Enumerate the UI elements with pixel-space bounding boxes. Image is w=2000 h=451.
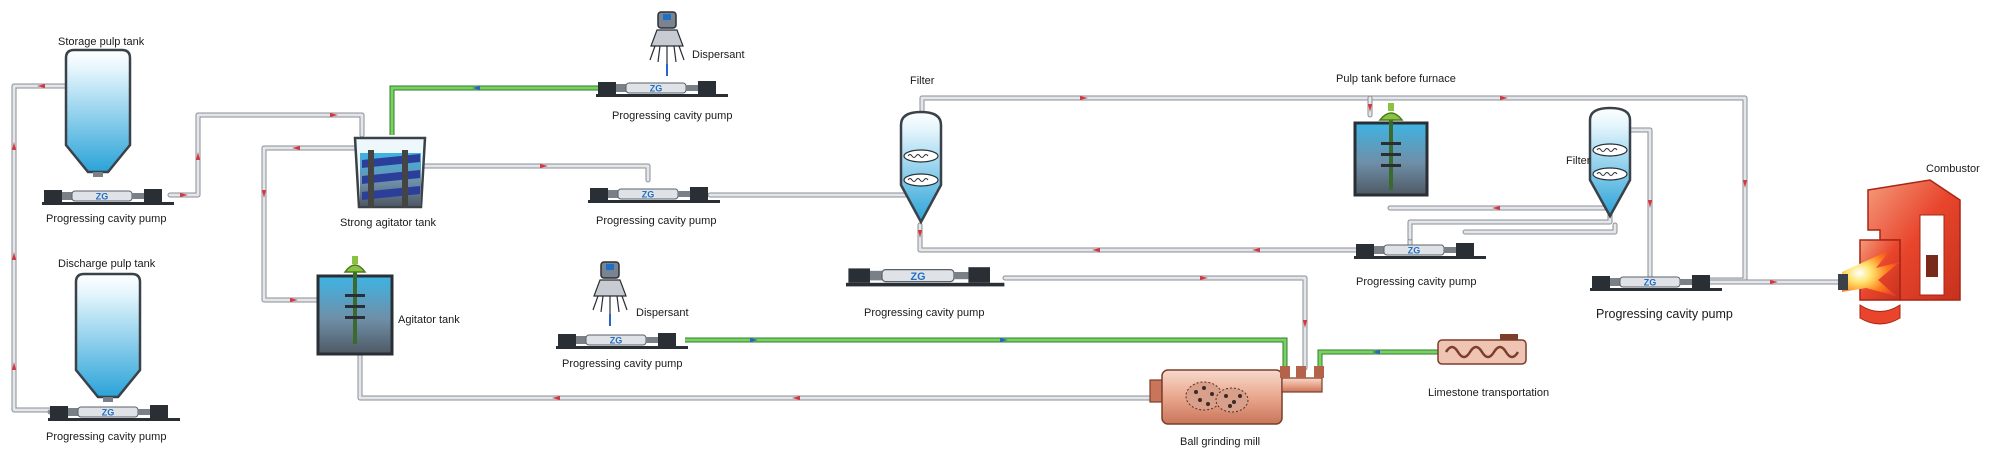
dispersant-arrow — [472, 86, 480, 90]
pump-brand-text: ZG — [1408, 246, 1421, 256]
flow-arrow — [180, 193, 188, 197]
pump-brand-text: ZG — [610, 336, 623, 346]
pcp-top-middle: ZG — [596, 81, 728, 97]
label-agitator-tank: Agitator tank — [398, 314, 460, 326]
flow-arrow — [1080, 96, 1088, 100]
flow-arrow — [290, 298, 298, 302]
filter-1 — [899, 110, 943, 225]
pulp-tank-before-furnace — [1353, 103, 1429, 197]
limestone-conveyor — [1437, 334, 1527, 365]
flow-arrow — [37, 84, 45, 88]
dispersant-arrow — [1000, 338, 1008, 342]
flow-arrow — [12, 142, 16, 150]
pcp-storage: ZG — [42, 189, 174, 205]
flow-arrow — [196, 152, 200, 160]
storage-pulp-tank — [64, 48, 132, 177]
pump-brand-text: ZG — [102, 408, 115, 418]
flow-arrow — [262, 190, 266, 198]
label-pulp-tank-before-furnace: Pulp tank before furnace — [1336, 73, 1456, 85]
pcp-discharge: ZG — [48, 405, 180, 421]
pcp-right-mid: ZG — [1354, 243, 1486, 259]
flow-arrow — [918, 230, 922, 238]
pipe-filter-down — [917, 222, 1413, 253]
label-dispersant-top: Dispersant — [692, 49, 745, 61]
label-dispersant-mid: Dispersant — [636, 307, 689, 319]
pcp-right-main: ZG — [1590, 275, 1722, 291]
flow-arrow — [540, 164, 548, 168]
strong-agitator-tank — [353, 136, 427, 209]
pump-brand-text: ZG — [96, 192, 109, 202]
flow-arrow — [1303, 320, 1307, 328]
label-combustor: Combustor — [1926, 163, 1980, 175]
ball-grinding-mill — [1149, 366, 1324, 425]
pipe-mill-to-agitator — [357, 352, 1163, 401]
pcp-filter-main: ZG — [846, 267, 1005, 287]
dispersant-unit-mid — [592, 261, 628, 326]
flow-arrow — [792, 396, 800, 400]
flow-arrows — [12, 84, 1778, 400]
flow-arrow — [12, 252, 16, 260]
pipe-pcp-to-mill — [1002, 275, 1308, 371]
limestone-line — [1317, 349, 1440, 368]
flow-arrow — [292, 146, 300, 150]
label-storage-pulp-tank: Storage pulp tank — [58, 36, 145, 48]
pcp-dispersant: ZG — [556, 333, 688, 349]
label-strong-agitator-tank: Strong agitator tank — [340, 217, 437, 229]
label-discharge-pulp-tank: Discharge pulp tank — [58, 258, 156, 270]
pcp-after-agitator: ZG — [588, 187, 720, 203]
pump-brand-text: ZG — [911, 271, 926, 283]
agitator-tank — [316, 256, 394, 356]
pump-brand-text: ZG — [650, 84, 663, 94]
discharge-pulp-tank — [74, 272, 142, 402]
dispersant-arrow — [1372, 350, 1380, 354]
pipe-agitator-to-pcp — [422, 163, 651, 183]
label-pcp-filter-main: Progressing cavity pump — [864, 307, 985, 319]
flow-arrow — [1368, 104, 1372, 112]
flow-arrow — [1200, 276, 1208, 280]
flow-arrow — [1492, 206, 1500, 210]
flow-arrow — [12, 362, 16, 370]
flow-arrow — [1770, 280, 1778, 284]
label-pcp-top-middle: Progressing cavity pump — [612, 110, 733, 122]
pump-brand-text: ZG — [1644, 278, 1657, 288]
pcp-pumps: ZG ZG ZG ZG — [42, 81, 1722, 421]
flow-arrow — [1743, 180, 1747, 188]
label-limestone-transportation: Limestone transportation — [1428, 387, 1550, 399]
flow-arrow — [1648, 200, 1652, 208]
label-ball-grinding-mill: Ball grinding mill — [1180, 436, 1261, 448]
flame-icon — [1842, 250, 1900, 296]
dispersant-arrow — [750, 338, 758, 342]
flow-arrow — [330, 113, 338, 117]
label-pcp-right-mid: Progressing cavity pump — [1356, 276, 1477, 288]
flow-arrow — [1500, 96, 1508, 100]
pump-brand-text: ZG — [642, 190, 655, 200]
dispersant-line-mid — [685, 337, 1288, 368]
label-filter-2: Filter — [1566, 155, 1591, 167]
filter-2 — [1588, 106, 1632, 219]
dispersant-line-top — [389, 85, 600, 135]
pipe-left-loop — [11, 83, 73, 413]
label-pcp-after-agitator: Progressing cavity pump — [596, 215, 717, 227]
label-filter-1: Filter — [910, 75, 935, 87]
dispersant-lines — [389, 85, 1440, 368]
flow-arrow — [1092, 248, 1100, 252]
flow-arrow — [552, 396, 560, 400]
dispersant-unit-top — [649, 11, 685, 76]
label-pcp-discharge: Progressing cavity pump — [46, 431, 167, 443]
label-pcp-dispersant: Progressing cavity pump — [562, 358, 683, 370]
flow-arrow — [1252, 248, 1260, 252]
label-pcp-storage: Progressing cavity pump — [46, 213, 167, 225]
label-pcp-right-main: Progressing cavity pump — [1596, 307, 1733, 321]
combustor — [1838, 179, 1961, 325]
